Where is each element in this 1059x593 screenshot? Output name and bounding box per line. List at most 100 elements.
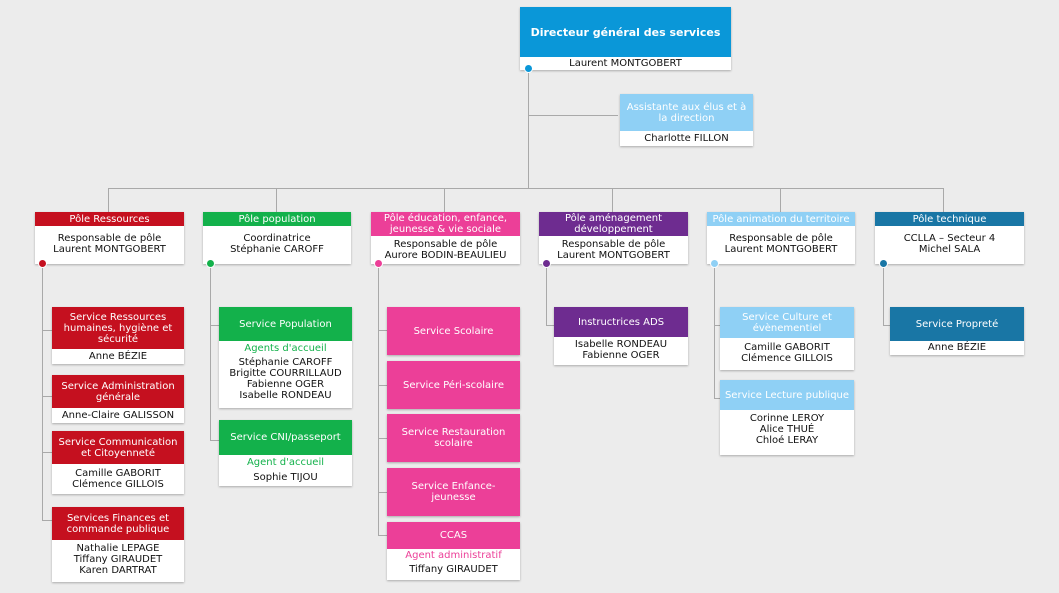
service-box: Service Administration générale Anne-Cla… <box>52 375 184 423</box>
connector-dot <box>524 64 533 73</box>
connector-line <box>378 438 387 439</box>
assistant-box: Assistante aux élus et à la direction Ch… <box>620 94 753 146</box>
connector-line <box>943 188 944 212</box>
connector-line <box>378 263 379 535</box>
service-title: Service Scolaire <box>387 307 520 355</box>
service-line: Isabelle RONDEAU <box>574 339 668 350</box>
connector-line <box>612 188 613 212</box>
connector-line <box>108 188 109 212</box>
pole-line: Laurent MONTGOBERT <box>53 244 166 255</box>
connector-line <box>42 263 43 520</box>
dg-box: Directeur général des services Laurent M… <box>520 7 731 70</box>
dg-name: Laurent MONTGOBERT <box>569 58 682 69</box>
service-subtitle: Agent administratif <box>405 550 502 561</box>
service-title: Instructrices ADS <box>554 307 688 337</box>
service-line: Chloé LERAY <box>755 435 819 446</box>
service-subtitle: Agent d'accueil <box>246 457 325 468</box>
pole-line: Michel SALA <box>918 244 981 255</box>
connector-line <box>883 325 890 326</box>
connector-line <box>378 535 387 536</box>
connector-line <box>444 188 445 212</box>
connector-line <box>528 70 529 188</box>
service-title: Service Administration générale <box>52 375 184 408</box>
connector-dot <box>710 259 719 268</box>
connector-line <box>42 520 52 521</box>
connector-line <box>546 263 547 325</box>
service-box: Service Communication et Citoyenneté Cam… <box>52 431 184 494</box>
service-line: Brigitte COURRILLAUD <box>229 368 342 379</box>
service-line: Karen DARTRAT <box>79 565 157 576</box>
pole-title: Pôle Ressources <box>35 212 184 226</box>
service-line: Isabelle RONDEAU <box>239 390 332 401</box>
service-title: Service CNI/passeport <box>219 420 352 455</box>
pole-line: Responsable de pôle <box>561 239 666 250</box>
connector-line <box>528 115 618 116</box>
service-line: Clémence GILLOIS <box>741 353 833 364</box>
pole-line: Coordinatrice <box>243 233 311 244</box>
connector-line <box>276 188 277 212</box>
pole-amenagement: Pôle aménagement développement Responsab… <box>539 212 688 264</box>
connector-line <box>378 385 387 386</box>
service-line: Fabienne OGER <box>246 379 325 390</box>
service-line: Tiffany GIRAUDET <box>73 554 163 565</box>
service-line: Stéphanie CAROFF <box>238 357 333 368</box>
service-box: Service Population Agents d'accueil Stép… <box>219 307 352 408</box>
service-title: Services Finances et commande publique <box>52 507 184 540</box>
service-line: Camille GABORIT <box>744 342 830 353</box>
pole-line: CCLLA – Secteur 4 <box>903 233 996 244</box>
service-title: Service Enfance-jeunesse <box>387 468 520 516</box>
pole-line: Laurent MONTGOBERT <box>724 244 838 255</box>
service-line: Sophie TIJOU <box>253 472 318 483</box>
connector-line <box>42 396 52 397</box>
pole-animation: Pôle animation du territoire Responsable… <box>707 212 855 264</box>
connector-line <box>210 263 211 440</box>
service-line: Anne BÉZIE <box>88 351 148 362</box>
pole-title: Pôle technique <box>875 212 1024 226</box>
connector-dot <box>879 259 888 268</box>
connector-dot <box>374 259 383 268</box>
service-line: Corinne LEROY <box>749 413 825 424</box>
connector-line <box>714 263 715 398</box>
pole-line: Responsable de pôle <box>57 233 162 244</box>
service-box: Service Propreté Anne BÉZIE <box>890 307 1024 355</box>
service-title: CCAS <box>387 522 520 549</box>
service-title: Service Péri-scolaire <box>387 361 520 409</box>
assistant-name: Charlotte FILLON <box>644 133 729 144</box>
service-line: Clémence GILLOIS <box>72 479 164 490</box>
connector-dot <box>206 259 215 268</box>
service-box: Service Ressources humaines, hygiène et … <box>52 307 184 364</box>
connector-line <box>546 325 554 326</box>
service-box: Service CNI/passeport Agent d'accueil So… <box>219 420 352 486</box>
connector-line <box>42 452 52 453</box>
pole-title: Pôle aménagement développement <box>539 212 688 236</box>
connector-dot <box>38 259 47 268</box>
service-line: Anne-Claire GALISSON <box>61 410 175 421</box>
service-title: Service Ressources humaines, hygiène et … <box>52 307 184 349</box>
connector-dot <box>542 259 551 268</box>
service-line: Nathalie LEPAGE <box>76 543 160 554</box>
pole-line: Responsable de pôle <box>729 233 833 244</box>
service-subtitle: Agents d'accueil <box>244 343 327 354</box>
pole-line: Stéphanie CAROFF <box>230 244 324 255</box>
service-box: CCAS Agent administratif Tiffany GIRAUDE… <box>387 522 520 580</box>
connector-line <box>883 263 884 325</box>
dg-title: Directeur général des services <box>520 7 731 57</box>
service-title: Service Restauration scolaire <box>387 414 520 462</box>
service-line: Camille GABORIT <box>75 468 161 479</box>
service-line: Anne BÉZIE <box>927 342 987 353</box>
pole-line: Aurore BODIN-BEAULIEU <box>384 250 507 261</box>
connector-line <box>714 325 720 326</box>
pole-education: Pôle éducation, enfance, jeunesse & vie … <box>371 212 520 264</box>
pole-title: Pôle éducation, enfance, jeunesse & vie … <box>371 212 520 236</box>
pole-line: Laurent MONTGOBERT <box>557 250 670 261</box>
service-title: Service Lecture publique <box>720 380 854 410</box>
pole-line: Responsable de pôle <box>393 239 498 250</box>
connector-line <box>42 330 52 331</box>
service-title: Service Population <box>219 307 352 341</box>
connector-line <box>210 325 219 326</box>
